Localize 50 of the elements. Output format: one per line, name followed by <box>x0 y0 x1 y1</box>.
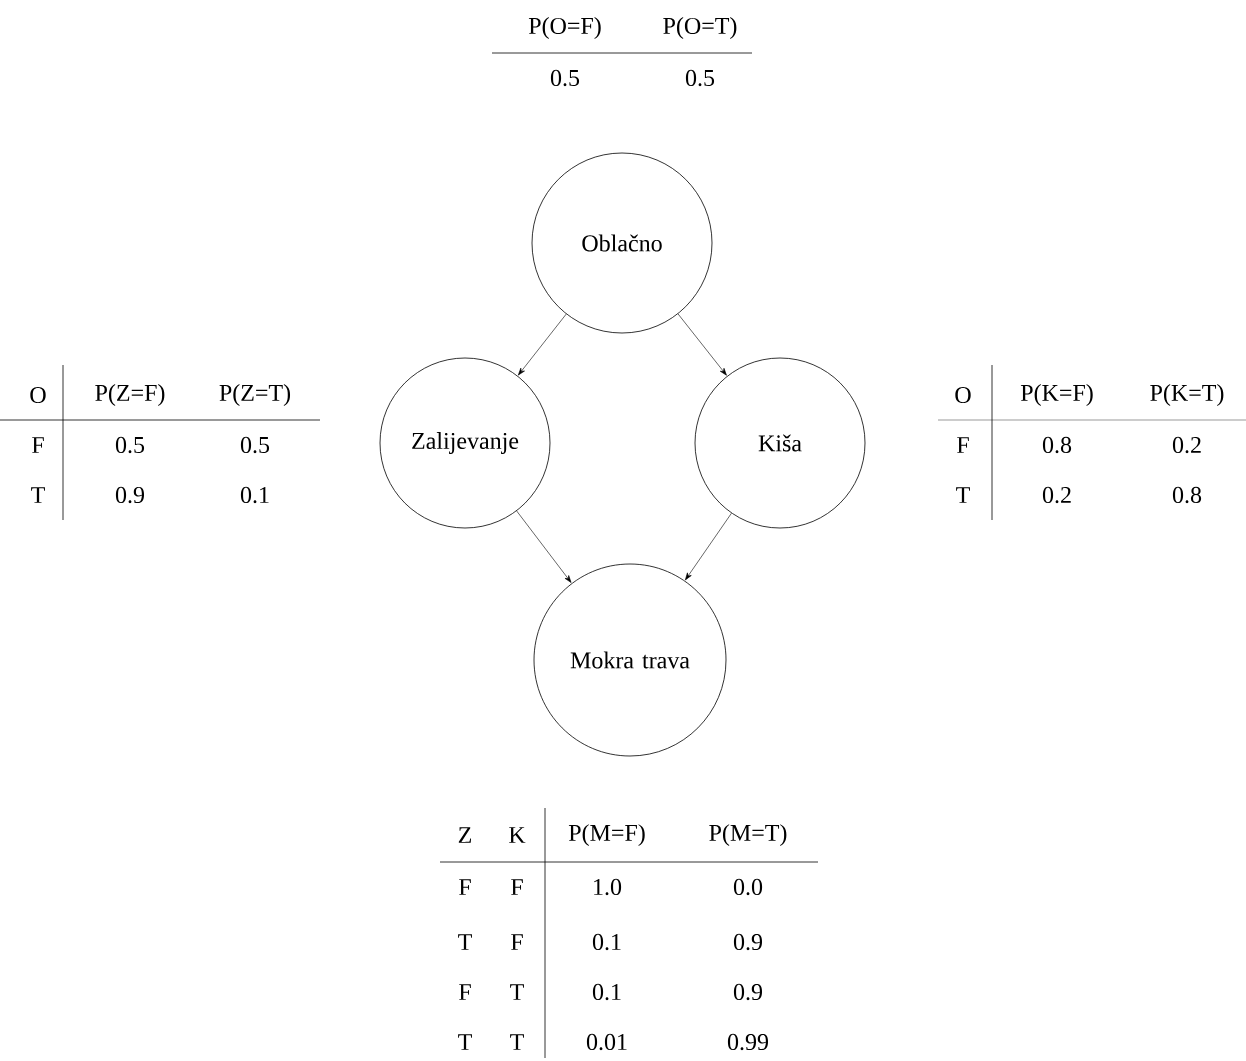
table-text: K <box>509 827 526 843</box>
table-text: 0.99 <box>727 1033 768 1051</box>
table-text: 0.2 <box>1042 486 1071 504</box>
table-text: 0.1 <box>592 933 621 951</box>
table-text: O <box>955 386 971 404</box>
table-text: Z <box>458 827 472 843</box>
table-text: P(Z=F) <box>95 384 165 406</box>
table-text: P(O=F) <box>528 17 601 39</box>
circle-node: Kiša <box>694 357 866 529</box>
arrow <box>518 313 567 376</box>
table-text: P(O=T) <box>663 17 737 39</box>
table-text: T <box>510 1034 524 1050</box>
table-text: 1.0 <box>594 878 622 896</box>
table-text: 0.1 <box>592 983 621 1001</box>
table-text: 0.0 <box>733 878 763 896</box>
arrow <box>516 510 572 583</box>
circle-node: Mokra trava <box>533 563 727 757</box>
table-text: P(Z=T) <box>219 384 291 406</box>
table-text: F <box>957 437 969 453</box>
table-text: 0.8 <box>1042 436 1072 454</box>
table-text: 0.2 <box>1172 436 1201 454</box>
table-text: P(M=T) <box>709 824 787 846</box>
table-text: F <box>511 879 523 895</box>
table-text: P(K=F) <box>1020 384 1093 406</box>
circle-node: Zalijevanje <box>379 357 551 529</box>
table-text: 0.5 <box>115 436 145 454</box>
table-text: P(M=F) <box>568 824 645 846</box>
table-text: F <box>511 934 523 950</box>
table-text: 0.1 <box>240 486 269 504</box>
table-text: F <box>459 984 471 1000</box>
arrow <box>677 313 727 376</box>
table-text: 0.9 <box>115 486 144 504</box>
arrow <box>685 512 732 581</box>
table-text: F <box>459 879 471 895</box>
table-text: T <box>31 487 45 503</box>
table-text: 0.5 <box>685 69 715 87</box>
table-text: P(K=T) <box>1150 384 1224 406</box>
table-text: 0.5 <box>240 436 270 454</box>
table-text: 0.9 <box>733 983 762 1001</box>
circle-node: Oblačno <box>531 152 713 334</box>
table-text: T <box>458 1034 472 1050</box>
table-text: T <box>458 934 472 950</box>
table-text: 0.9 <box>733 933 762 951</box>
table-text: 0.5 <box>550 69 580 87</box>
table-text: 0.01 <box>586 1033 627 1051</box>
table-text: O <box>30 386 46 404</box>
table-text: T <box>510 984 524 1000</box>
table-text: F <box>32 437 44 453</box>
table-text: 0.8 <box>1172 486 1202 504</box>
table-text: T <box>956 487 970 503</box>
